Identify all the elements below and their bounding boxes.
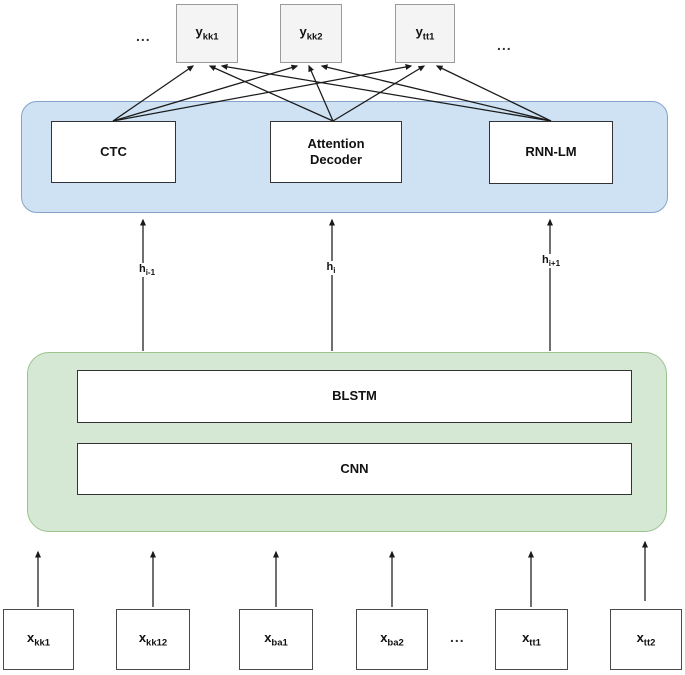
input-box-x-kk12: xkk12: [116, 609, 190, 670]
ellipsis-bottom: ...: [450, 629, 465, 645]
input-label: xkk12: [138, 630, 168, 650]
arrow-rnnlm-to-ykk2: [320, 64, 552, 122]
input-label: xba1: [264, 630, 288, 650]
module-label: RNN-LM: [525, 144, 577, 160]
output-label: ytt1: [415, 24, 435, 44]
encoder-layer-blstm: BLSTM: [77, 370, 632, 423]
ellipsis-top-left: ...: [136, 28, 151, 44]
input-label: xtt1: [522, 630, 541, 650]
module-box-attention-decoder: Attention Decoder: [270, 121, 402, 183]
arrow-ctc-to-ytt1: [112, 64, 413, 122]
hidden-state-label-3: hi+1: [539, 254, 563, 269]
input-label: xkk1: [26, 630, 51, 650]
output-box-y-kk1: ykk1: [176, 4, 238, 63]
input-label: xtt2: [636, 630, 656, 650]
module-box-rnn-lm: RNN-LM: [489, 121, 613, 184]
arrow-rnnlm-to-ykk1: [220, 63, 552, 122]
output-box-y-kk2: ykk2: [280, 4, 342, 63]
input-label: xba2: [380, 630, 404, 650]
encoder-layer-cnn: CNN: [77, 443, 632, 495]
module-box-ctc: CTC: [51, 121, 176, 183]
input-box-x-kk1: xkk1: [3, 609, 74, 670]
input-box-x-ba2: xba2: [356, 609, 428, 670]
layer-label: BLSTM: [332, 388, 377, 404]
arrow-ctc-to-ykk1: [112, 65, 195, 122]
input-box-x-tt2: xtt2: [610, 609, 682, 670]
input-box-x-tt1: xtt1: [495, 609, 568, 670]
arrow-attention-to-ykk1: [208, 65, 334, 122]
ellipsis-top-right: ...: [497, 37, 512, 53]
hidden-state-label-1: hi-1: [136, 263, 158, 278]
arrow-attention-to-ytt1: [332, 65, 426, 122]
module-label: Attention Decoder: [307, 135, 365, 167]
arrow-attention-to-ykk2: [308, 64, 334, 122]
input-box-x-ba1: xba1: [239, 609, 313, 670]
arrow-ctc-to-ykk2: [112, 64, 299, 122]
output-label: ykk2: [299, 24, 323, 44]
hidden-state-label-2: hi: [324, 261, 338, 276]
output-box-y-tt1: ytt1: [395, 4, 455, 63]
module-label: CTC: [100, 143, 127, 159]
arrow-rnnlm-to-ytt1: [435, 65, 552, 122]
layer-label: CNN: [340, 460, 369, 476]
output-label: ykk1: [195, 24, 219, 44]
